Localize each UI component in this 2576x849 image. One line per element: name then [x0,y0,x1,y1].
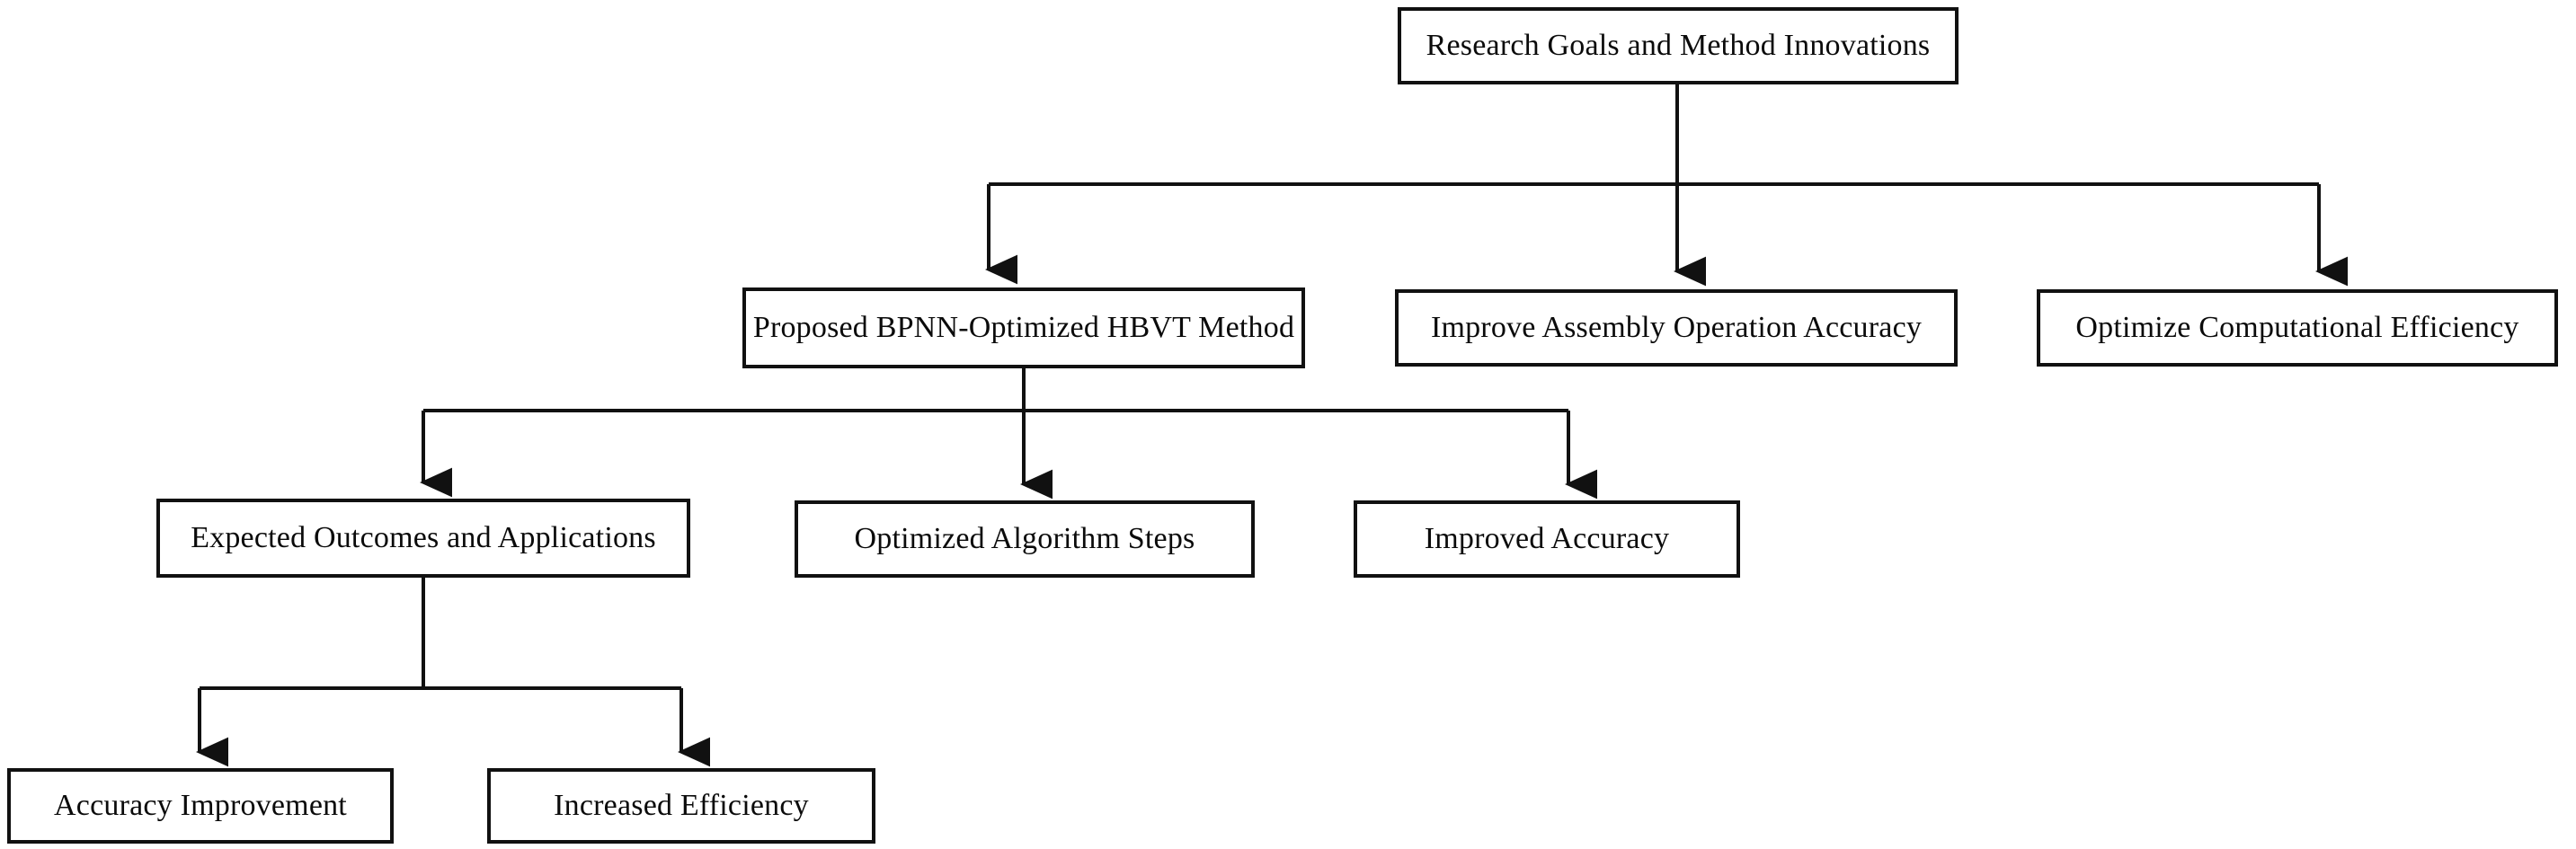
node-label-improved-accuracy: Improved Accuracy [1424,522,1670,556]
edge-method-to-level3 [420,368,1597,500]
node-label-accuracy-improvement: Accuracy Improvement [54,789,347,823]
node-label-optimize-computational-efficiency: Optimize Computational Efficiency [2075,311,2519,345]
node-label-increased-efficiency: Increased Efficiency [554,789,809,823]
node-proposed-bpnn-method[interactable]: Proposed BPNN-Optimized HBVT Method [742,287,1305,368]
node-optimize-computational-efficiency[interactable]: Optimize Computational Efficiency [2037,289,2558,367]
node-label-research-goals: Research Goals and Method Innovations [1426,29,1931,63]
node-label-improve-assembly-accuracy: Improve Assembly Operation Accuracy [1430,311,1923,345]
node-expected-outcomes[interactable]: Expected Outcomes and Applications [156,499,690,578]
node-accuracy-improvement[interactable]: Accuracy Improvement [7,768,394,844]
node-label-proposed-bpnn-method: Proposed BPNN-Optimized HBVT Method [752,311,1295,345]
node-increased-efficiency[interactable]: Increased Efficiency [487,768,875,844]
node-improved-accuracy[interactable]: Improved Accuracy [1354,500,1740,578]
node-improve-assembly-accuracy[interactable]: Improve Assembly Operation Accuracy [1395,289,1958,367]
edge-root-to-level2 [985,84,2348,287]
node-label-optimized-algorithm-steps: Optimized Algorithm Steps [854,522,1195,556]
node-research-goals[interactable]: Research Goals and Method Innovations [1398,7,1959,84]
node-label-expected-outcomes: Expected Outcomes and Applications [191,521,656,555]
node-optimized-algorithm-steps[interactable]: Optimized Algorithm Steps [795,500,1255,578]
edge-outcomes-to-level4 [196,578,710,767]
